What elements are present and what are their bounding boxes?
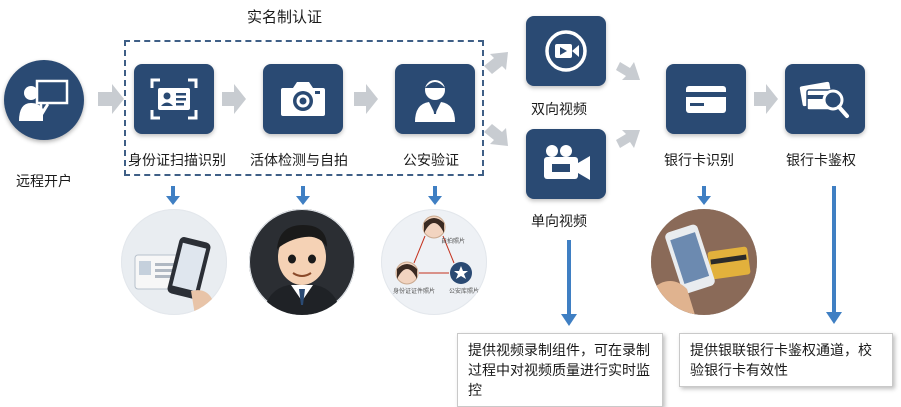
phone-scanning-card-image	[651, 209, 757, 315]
id-scan-tile	[134, 64, 214, 134]
id-scan-label: 身份证扫描识别	[128, 152, 226, 168]
officer-icon	[415, 80, 455, 122]
group-title: 实名制认证	[239, 4, 331, 32]
id-scan-photo	[121, 209, 227, 315]
video-camera-icon	[544, 145, 590, 180]
real-name-group-frame	[124, 40, 484, 176]
face-compare-diagram	[395, 215, 472, 285]
police-compare-illustration: 自拍照片 身份证证件照片 公安库照片	[381, 209, 487, 315]
liveness-avatar	[249, 209, 355, 315]
police-db-caption: 公安库照片	[449, 289, 480, 295]
remote-open-label: 远程开户	[16, 173, 72, 189]
bank-card-auth-label: 银行卡鉴权	[786, 152, 856, 168]
video-play-icon	[545, 30, 587, 72]
two-way-video-label: 双向视频	[531, 101, 587, 117]
selfie-caption: 自拍照片	[441, 239, 466, 245]
video-note: 提供视频录制组件，可在录制过程中对视频质量进行实时监控	[457, 333, 663, 407]
id-photo-caption: 身份证证件照片	[393, 289, 436, 295]
remote-open-node	[4, 60, 84, 140]
card-magnifier-icon	[799, 81, 849, 118]
police-tile	[395, 64, 475, 134]
cartoon-man-image	[263, 225, 341, 315]
liveness-tile	[263, 64, 343, 134]
bank-card-auth-tile	[785, 64, 865, 134]
bank-card-photo	[651, 209, 757, 315]
one-way-video-label: 单向视频	[531, 213, 587, 229]
bank-card-icon	[686, 86, 726, 113]
bank-card-recog-label: 银行卡识别	[664, 152, 734, 168]
bank-note: 提供银联银行卡鉴权通道，校验银行卡有效性	[679, 333, 893, 387]
one-way-video-tile	[526, 129, 606, 199]
camera-icon	[281, 82, 325, 116]
presenter-icon	[19, 79, 69, 121]
id-card-scan-icon	[150, 78, 198, 120]
police-label: 公安验证	[403, 152, 459, 168]
bank-card-recog-tile	[666, 64, 746, 134]
liveness-label: 活体检测与自拍	[250, 152, 348, 168]
two-way-video-tile	[526, 16, 606, 86]
phone-scanning-id-image	[134, 237, 221, 315]
